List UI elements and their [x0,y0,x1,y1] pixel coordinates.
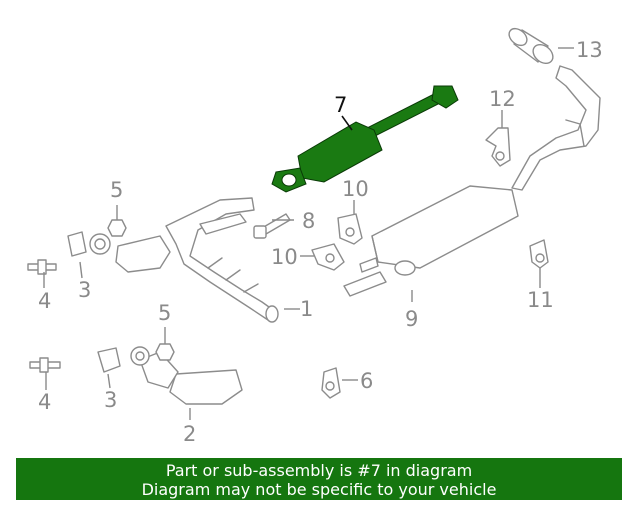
tailpipe [511,65,601,191]
callout-3-lower: 3 [104,388,117,412]
part-4-stud-lower[interactable] [29,357,61,373]
part-10-bracket-lower[interactable] [311,243,345,271]
callout-8: 8 [302,209,315,233]
part-10-bracket-upper[interactable] [337,213,363,245]
callout-5-lower: 5 [158,301,171,325]
banner-line-1: Part or sub-assembly is #7 in diagram [165,461,473,480]
leader-lines [43,47,574,420]
callout-9: 9 [405,307,418,331]
callout-5-upper: 5 [110,178,123,202]
part-6-hanger[interactable] [321,367,341,399]
part-11-hanger-bracket[interactable] [529,239,549,269]
banner-line-2: Diagram may not be specific to your vehi… [141,480,497,499]
callout-6: 6 [360,369,373,393]
callout-11: 11 [527,288,554,312]
part-13-exhaust-tip[interactable] [506,25,557,67]
callout-10-lower: 10 [271,245,298,269]
callout-10-upper: 10 [342,177,369,201]
part-9-muffler[interactable] [343,185,519,297]
part-3-gasket-lower[interactable] [97,347,121,373]
part-8-bolt[interactable] [253,213,291,239]
part-2-catalytic-converter-upper[interactable] [89,233,171,273]
callout-13: 13 [576,38,603,62]
part-4-stud-upper[interactable] [27,259,57,275]
callout-1: 1 [300,297,313,321]
part-3-gasket-upper[interactable] [67,231,87,257]
callout-7: 7 [334,93,347,117]
callout-12: 12 [489,87,516,111]
exhaust-system-diagram: 1 2 3 3 4 4 5 5 6 7 8 9 10 10 11 12 13 [27,25,603,446]
callout-4-upper: 4 [38,289,51,313]
info-banner: Part or sub-assembly is #7 in diagram Di… [16,458,622,500]
callout-2: 2 [183,422,196,446]
part-5-nut-upper[interactable] [107,219,127,237]
part-2-catalytic-converter[interactable] [130,346,243,405]
part-5-nut-lower[interactable] [155,343,175,361]
part-7-resonator-highlighted[interactable] [271,85,459,193]
part-12-hanger[interactable] [485,127,511,167]
part-1-front-pipe[interactable] [165,197,279,323]
callout-4-lower: 4 [38,390,51,414]
callout-3-upper: 3 [78,278,91,302]
